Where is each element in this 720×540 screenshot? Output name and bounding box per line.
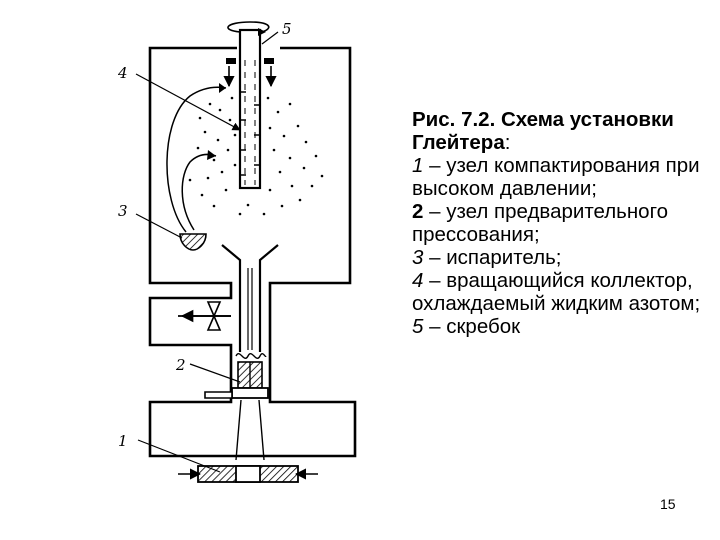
caption-item-5-text: – скребок [423, 315, 521, 338]
label-3: 3 [118, 202, 128, 220]
evaporator [179, 233, 207, 251]
precompaction-unit [204, 353, 269, 399]
caption-title: Рис. 7.2. Схема установки Глейтера [412, 108, 674, 154]
exhaust-valve [178, 301, 231, 331]
high-pressure-compaction-unit [178, 465, 318, 483]
scraper [223, 58, 277, 88]
rotating-collector [238, 28, 262, 190]
vapor-flow-arrows [166, 83, 227, 233]
lower-channel [235, 399, 265, 461]
caption-item-4-text: – вращающийся коллектор, охлаждаемый жид… [412, 269, 701, 315]
caption-item-2-num: 2 [412, 200, 424, 223]
caption-item-3-text: – испаритель; [423, 246, 562, 269]
caption-item-2: 2 – узел предварительного прессования; [412, 200, 712, 246]
label-1: 1 [118, 432, 128, 450]
label-5: 5 [282, 20, 292, 38]
caption-item-4-num: 4 [412, 269, 424, 292]
caption-title-line: Рис. 7.2. Схема установки Глейтера: [412, 108, 712, 154]
caption-colon: : [504, 131, 511, 154]
figure-caption: Рис. 7.2. Схема установки Глейтера: 1 – … [412, 108, 712, 338]
caption-item-5-num: 5 [412, 315, 424, 338]
label-2: 2 [175, 356, 186, 374]
collection-funnel [221, 244, 279, 352]
caption-item-2-text: – узел предварительного прессования; [412, 200, 668, 246]
caption-item-1-num: 1 [412, 154, 424, 177]
caption-item-1: 1 – узел компактирования при высоком дав… [412, 154, 712, 200]
caption-item-4: 4 – вращающийся коллектор, охлаждаемый ж… [412, 269, 712, 315]
caption-item-1-text: – узел компактирования при высоком давле… [412, 154, 700, 200]
caption-item-5: 5 – скребок [412, 315, 712, 338]
particle-cloud [188, 96, 324, 216]
label-leaders [135, 31, 279, 473]
label-4: 4 [117, 64, 128, 82]
vacuum-chamber-outline [148, 46, 357, 458]
caption-item-3: 3 – испаритель; [412, 246, 712, 269]
caption-item-3-num: 3 [412, 246, 424, 269]
gleiter-apparatus-diagram: 4 5 3 2 1 [117, 20, 357, 483]
page-number: 15 [660, 496, 676, 512]
rotation-arrow-icon [227, 21, 270, 36]
